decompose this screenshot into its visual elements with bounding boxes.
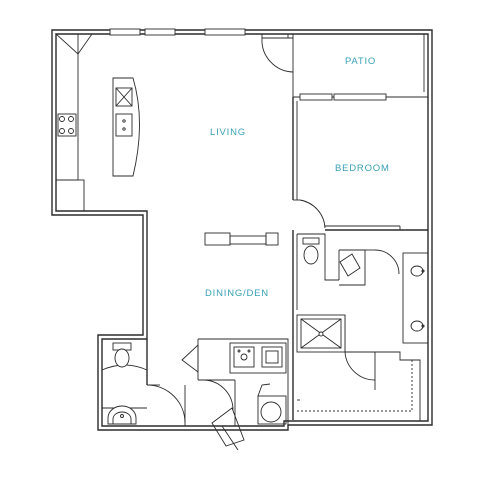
patio-door-swing (261, 37, 294, 73)
half-wall (204, 232, 279, 246)
utility-door-swing (202, 379, 234, 411)
patio-area (261, 34, 428, 101)
kitchen-counter (55, 33, 79, 181)
utility-block (181, 338, 289, 451)
dishwasher-icon (115, 87, 133, 107)
linen-cabinet (339, 253, 361, 277)
refrigerator (55, 179, 85, 212)
toilet-icon (112, 342, 132, 368)
walk-in-closet (297, 351, 421, 421)
sliding-door (299, 93, 333, 101)
room-label-dining: DINING/DEN (205, 288, 269, 299)
shower-icon (296, 314, 346, 353)
corner-pantry (54, 33, 93, 55)
vanity (402, 252, 429, 344)
washer-icon (233, 346, 255, 368)
room-label-patio: PATIO (345, 56, 376, 67)
sliding-door (333, 93, 387, 101)
toilet-icon (302, 237, 320, 265)
pantry-door (181, 343, 199, 373)
closet-door (211, 407, 245, 447)
sink-icon (115, 113, 133, 137)
guest-bath (101, 339, 186, 426)
sink-icon (410, 320, 425, 332)
laundry-counter (229, 342, 287, 374)
bath-door-swing (146, 384, 186, 424)
bedroom-walls (292, 97, 428, 231)
dryer-icon (261, 346, 283, 368)
kitchen (54, 33, 140, 212)
cooktop-icon (57, 113, 77, 137)
window-openings (109, 28, 246, 36)
shower-door-swing (344, 351, 376, 381)
sink-icon (410, 265, 425, 277)
bath-door-swing (374, 249, 400, 275)
room-label-bedroom: BEDROOM (335, 163, 390, 174)
water-heater-icon (257, 383, 287, 425)
tub-icon (107, 405, 137, 425)
bedroom-door-swing (299, 199, 326, 229)
room-label-living: LIVING (210, 127, 246, 138)
kitchen-island (112, 77, 140, 177)
